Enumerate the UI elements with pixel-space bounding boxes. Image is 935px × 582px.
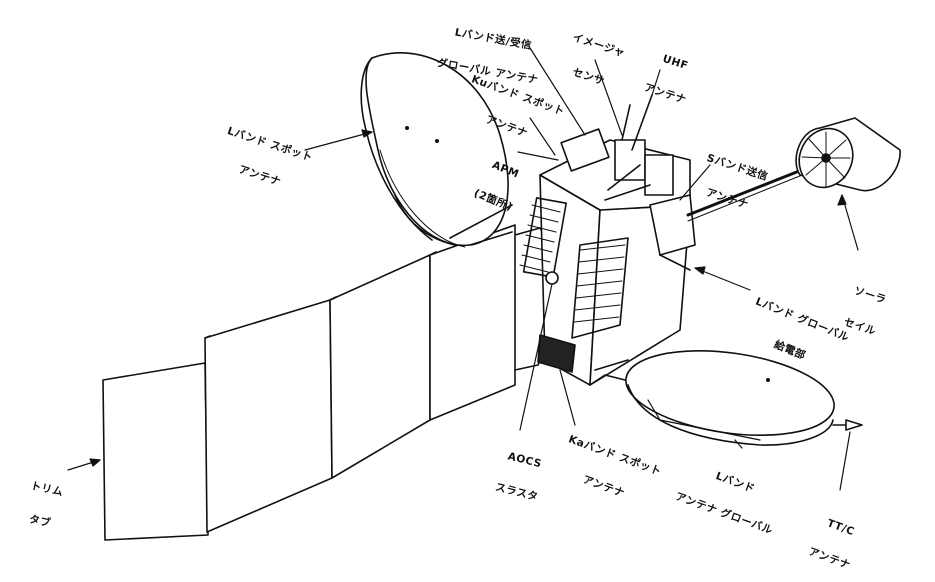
solar-panel-3 (429, 224, 516, 421)
l-band-spot-dish (360, 52, 513, 248)
label-line: APM (490, 159, 521, 181)
aocs-thruster-nozzle (545, 271, 559, 285)
label-line: スラスタ (493, 481, 540, 504)
solar-array (102, 224, 549, 541)
label-line: トリム (29, 479, 65, 499)
trim-tab-panel (102, 362, 209, 541)
label-line: タブ (28, 513, 53, 530)
solar-panel-2 (329, 254, 431, 479)
label-line: Kaバンド スポット (566, 433, 663, 479)
solar-panel-1 (204, 299, 333, 533)
solar-sail (686, 117, 901, 222)
ttc-antenna-tip (845, 419, 863, 431)
label-line: Lバンド スポット (225, 125, 315, 165)
label-line: Sバンド送信 (705, 152, 770, 184)
label-line: アンテナ (806, 545, 852, 572)
l-band-global-dish (589, 349, 863, 446)
label-line: UHF (661, 52, 690, 73)
label-line: Lバンド送/受信 (453, 26, 533, 52)
lower-radiator (537, 334, 576, 373)
label-line: イメージャ (571, 31, 627, 60)
leader-lines (67, 47, 859, 491)
label-line: (2箇所) (472, 187, 515, 214)
spacecraft-bus (519, 94, 696, 386)
label-line: Kuバンド スポット (469, 73, 567, 119)
label-line: AOCS (506, 450, 543, 471)
label-line: アンテナ (642, 81, 688, 107)
label-line: ソーラ (852, 284, 888, 307)
label-line: TT/C (825, 517, 856, 539)
